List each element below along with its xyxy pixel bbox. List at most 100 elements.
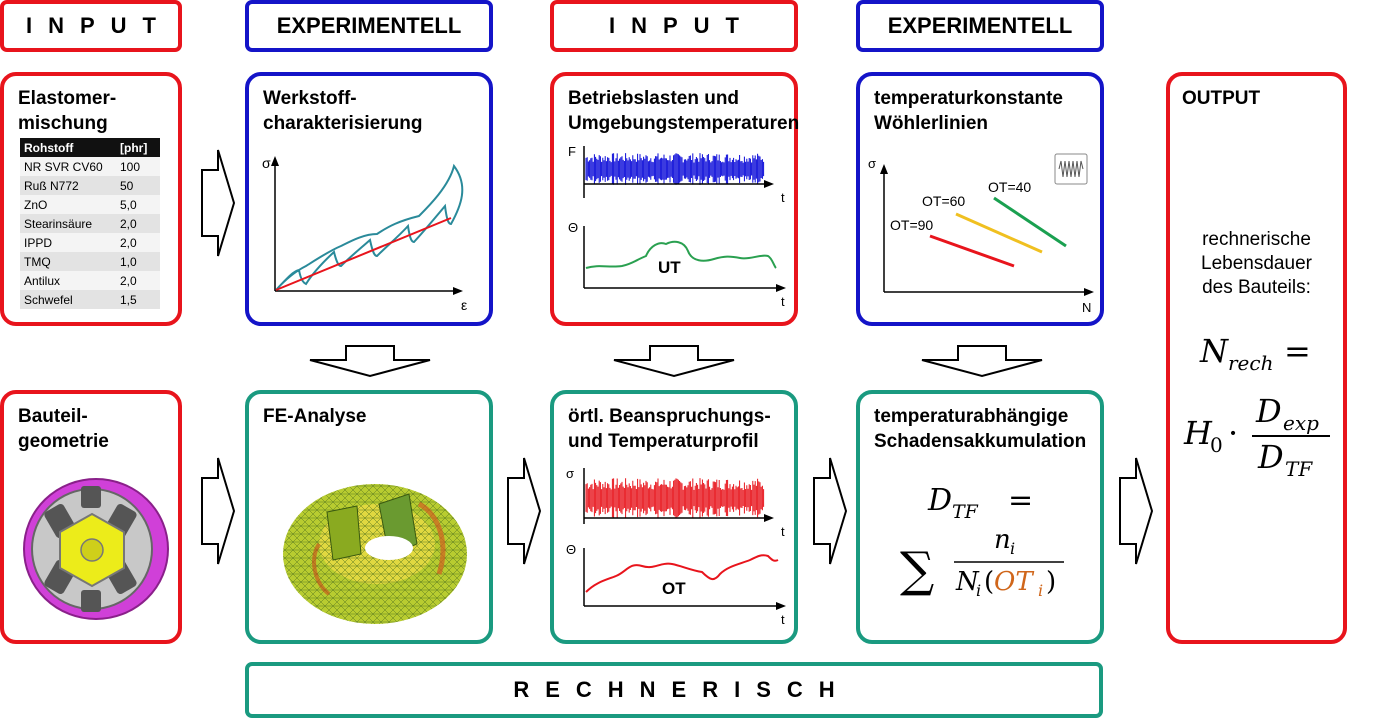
box-fe-analyse: FE-Analyse: [245, 390, 493, 644]
mean-stress-line: [275, 217, 452, 291]
werkstoff-title: Werkstoff- charakterisierung: [263, 88, 423, 134]
table-cell: Schwefel: [20, 290, 116, 309]
woehler-title: temperaturkonstante Wöhlerlinien: [874, 88, 1063, 134]
box-werkstoffcharakterisierung: Werkstoff- charakterisierung σ ε: [245, 72, 493, 326]
table-cell: 2,0: [116, 233, 160, 252]
table-cell: Stearinsäure: [20, 214, 116, 233]
stress-x-label: t: [781, 524, 785, 539]
arrow-down-3: [921, 345, 1043, 378]
temp-x-label: t: [781, 294, 785, 309]
formula-equals: =: [1008, 483, 1033, 518]
component-geometry-image: [23, 478, 169, 620]
oscillation-icon: [1054, 153, 1088, 185]
woehler-line-ot90: [929, 234, 1015, 268]
temp-x-arrow: [776, 284, 786, 292]
load-x-label: t: [781, 190, 785, 205]
arrow-right-3: [507, 457, 542, 565]
formula-d-exp: D: [1255, 392, 1282, 430]
betriebslasten-title: Betriebslasten und Umgebungstemperaturen: [568, 88, 800, 134]
bauteil-title: Bauteil- geometrie: [18, 406, 109, 452]
formula-d-tf-sub: TF: [1285, 457, 1313, 481]
ot-label: OT: [662, 579, 686, 598]
arrow-right-4: [813, 457, 848, 565]
header-experimentell-2: EXPERIMENTELL: [856, 0, 1104, 52]
elastomer-title: Elastomer- mischung: [18, 88, 117, 134]
formula-paren-open: (: [984, 567, 994, 597]
fe-title: FE-Analyse: [263, 406, 367, 427]
woehler-label-ot60: OT=60: [922, 193, 965, 209]
woehler-plot: σ N OT=90 OT=60 OT=40: [868, 153, 1094, 315]
temperature-curve-ut: [585, 240, 777, 269]
woehler-y-arrow: [880, 164, 888, 174]
oscillation-wave: [1058, 160, 1084, 178]
formula-paren-close: ): [1046, 567, 1056, 597]
arrow-down-2: [613, 345, 735, 378]
damage-formula: D TF n i N i OT i = ∑ ( ): [900, 483, 1064, 600]
output-title: OUTPUT: [1182, 88, 1261, 109]
table-cell: IPPD: [20, 233, 116, 252]
formula-d-exp-sub: exp: [1283, 411, 1319, 435]
formula-d-tf: D: [1257, 438, 1284, 476]
table-cell: TMQ: [20, 252, 116, 271]
fe-stress-hotspot-2: [312, 542, 331, 596]
arrow-right-1: [201, 149, 236, 257]
box-bauteilgeometrie: Bauteil- geometrie: [0, 390, 182, 644]
ut-label: UT: [658, 258, 681, 277]
schaden-title: temperaturabhängige Schadensakkumulation: [874, 406, 1087, 452]
output-formula: N rech H D exp D TF = 0 ·: [1183, 332, 1330, 481]
box-betriebslasten: Betriebslasten und Umgebungstemperaturen…: [550, 72, 800, 326]
oertl-title: örtl. Beanspruchungs- und Temperaturprof…: [568, 406, 771, 452]
table-cell: 50: [116, 176, 160, 195]
formula-h: H: [1183, 414, 1213, 452]
table-cell: NR SVR CV60: [20, 157, 116, 176]
table-cell: 1,5: [116, 290, 160, 309]
box-output: OUTPUT rechnerische Lebensdauer des Baut…: [1166, 72, 1347, 644]
formula-dtf: D: [927, 483, 952, 518]
arrow-down-1: [309, 345, 431, 378]
y-axis-label: σ: [262, 155, 271, 171]
formula-Ni: N: [955, 567, 980, 597]
local-temp-y-label: Θ: [566, 542, 576, 557]
formula-ot: OT: [994, 567, 1034, 597]
woehler-label-ot90: OT=90: [890, 217, 933, 233]
x-axis-arrow: [453, 287, 463, 295]
woehler-y-label: σ: [868, 156, 876, 171]
formula-ni-sub: i: [1010, 539, 1015, 558]
table-cell: 100: [116, 157, 160, 176]
stress-strain-plot: σ ε: [262, 155, 467, 313]
load-y-label: F: [568, 144, 576, 159]
load-signal: [585, 153, 765, 185]
local-temp-x-arrow: [776, 602, 786, 610]
stress-signal: [585, 478, 765, 518]
temp-y-label: Θ: [568, 220, 578, 235]
table-cell: Ruß N772: [20, 176, 116, 195]
table-header-phr: [phr]: [116, 138, 160, 157]
arrow-right-2: [201, 457, 236, 565]
formula-sum: ∑: [900, 542, 934, 598]
local-temp-x-label: t: [781, 612, 785, 627]
header-experimentell-1: EXPERIMENTELL: [245, 0, 493, 52]
table-cell: 1,0: [116, 252, 160, 271]
woehler-line-ot60: [955, 212, 1043, 254]
x-axis-label: ε: [461, 297, 467, 313]
formula-dot: ·: [1228, 414, 1238, 452]
signal-trace: [585, 153, 765, 185]
stress-y-label: σ: [566, 466, 574, 481]
formula-ot-sub: i: [1038, 581, 1043, 600]
formula-equals: =: [1284, 332, 1311, 370]
header-input-1: INPUT: [0, 0, 182, 52]
fe-opening: [365, 536, 413, 560]
output-description: rechnerische Lebensdauer des Bauteils:: [1201, 229, 1312, 298]
table-cell: 5,0: [116, 195, 160, 214]
box-schadensakkumulation: temperaturabhängige Schadensakkumulation…: [856, 390, 1104, 644]
table-cell: 2,0: [116, 214, 160, 233]
woehler-label-ot40: OT=40: [988, 179, 1031, 195]
header-input-2: INPUT: [550, 0, 798, 52]
y-axis-arrow: [271, 156, 279, 166]
box-woehlerlinien: temperaturkonstante Wöhlerlinien σ N OT=…: [856, 72, 1104, 326]
